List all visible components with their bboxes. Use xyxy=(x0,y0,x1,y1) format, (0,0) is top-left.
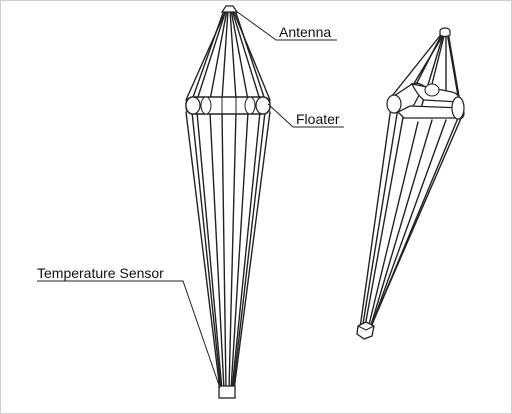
antenna-label: Antenna xyxy=(279,24,331,40)
drifter-perspective-view xyxy=(356,27,465,340)
sensor-housing-perspective xyxy=(356,321,375,340)
temperature-sensor-leader-line xyxy=(37,280,221,389)
callout-temperature-sensor: Temperature Sensor xyxy=(37,265,221,389)
antenna-cap-perspective xyxy=(439,27,451,38)
lower-rods-perspective xyxy=(359,99,463,334)
lower-rods xyxy=(185,111,271,391)
floater-ring-perspective xyxy=(386,82,465,120)
floater-leader-line xyxy=(267,103,344,128)
floater-ring-front xyxy=(185,96,271,115)
temperature-sensor-label: Temperature Sensor xyxy=(37,265,164,281)
antenna-leader-line xyxy=(235,10,337,41)
callout-floater: Floater xyxy=(267,103,344,128)
antenna-cap xyxy=(220,5,239,13)
temperature-sensor-housing xyxy=(218,385,236,399)
drifter-front-view xyxy=(185,5,271,399)
floater-label: Floater xyxy=(296,111,340,127)
callout-antenna: Antenna xyxy=(235,10,337,41)
upper-rods xyxy=(185,9,271,101)
